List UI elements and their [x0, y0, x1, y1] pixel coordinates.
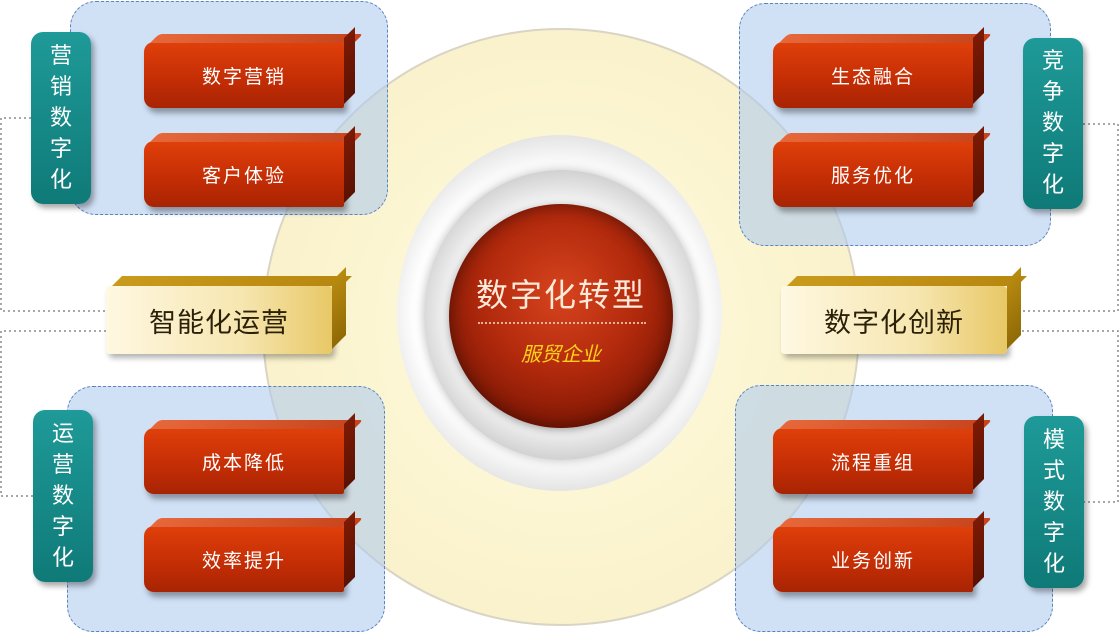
label-char: 式 — [1042, 458, 1065, 484]
label-char: 化 — [51, 545, 74, 571]
box-cost-reduction: 成本降低 — [144, 428, 344, 494]
label-char: 化 — [1042, 551, 1065, 577]
box-label: 效率提升 — [201, 549, 286, 572]
label-char: 数 — [1041, 111, 1064, 136]
box-label: 客户体验 — [201, 164, 286, 187]
box-efficiency-improvement: 效率提升 — [144, 526, 344, 592]
box-customer-experience: 客户体验 — [144, 141, 344, 207]
label-char: 竞 — [1041, 49, 1064, 74]
center-subtitle: 服贸企业 — [521, 342, 601, 366]
box-label: 数字营销 — [201, 65, 286, 88]
label-char: 字 — [49, 136, 72, 162]
label-marketing-digitalization: 营 销 数 字 化 — [31, 32, 91, 204]
box-service-optimization: 服务优化 — [773, 141, 973, 207]
center-title: 数字化转型 — [475, 276, 646, 314]
label-char: 数 — [49, 105, 72, 131]
gold-bar-label: 智能化运营 — [149, 307, 289, 339]
label-char: 模 — [1042, 427, 1065, 453]
label-char: 营 — [51, 452, 74, 478]
label-char: 字 — [51, 514, 74, 540]
label-char: 数 — [1042, 489, 1065, 515]
connector-top-left — [0, 117, 106, 312]
label-char: 运 — [51, 421, 74, 447]
label-char: 争 — [1041, 80, 1064, 105]
gold-bar-intelligent-operations: 智能化运营 — [106, 286, 332, 354]
box-business-innovation: 业务创新 — [773, 526, 973, 592]
center-divider — [478, 322, 646, 324]
label-char: 字 — [1042, 520, 1065, 546]
box-process-reorganization: 流程重组 — [773, 428, 973, 494]
label-competition-digitalization: 竞 争 数 字 化 — [1023, 38, 1083, 209]
label-model-digitalization: 模 式 数 字 化 — [1024, 416, 1084, 588]
center-core — [449, 204, 673, 428]
label-char: 化 — [49, 167, 72, 193]
box-label: 服务优化 — [830, 164, 915, 187]
label-char: 化 — [1041, 173, 1064, 198]
box-label: 生态融合 — [830, 65, 915, 88]
box-digital-marketing: 数字营销 — [144, 42, 344, 108]
box-ecosystem-integration: 生态融合 — [773, 42, 973, 108]
gold-bar-digital-innovation: 数字化创新 — [781, 286, 1007, 354]
connector-bottom-right — [1017, 330, 1119, 503]
connector-bottom-left — [0, 330, 106, 497]
label-char: 营 — [49, 43, 72, 69]
gold-bar-label: 数字化创新 — [824, 307, 964, 339]
label-operations-digitalization: 运 营 数 字 化 — [33, 410, 93, 582]
box-label: 流程重组 — [830, 451, 915, 474]
label-char: 销 — [49, 74, 72, 100]
box-label: 成本降低 — [201, 451, 286, 474]
label-char: 字 — [1041, 142, 1064, 167]
box-label: 业务创新 — [830, 549, 915, 572]
label-char: 数 — [51, 483, 74, 509]
